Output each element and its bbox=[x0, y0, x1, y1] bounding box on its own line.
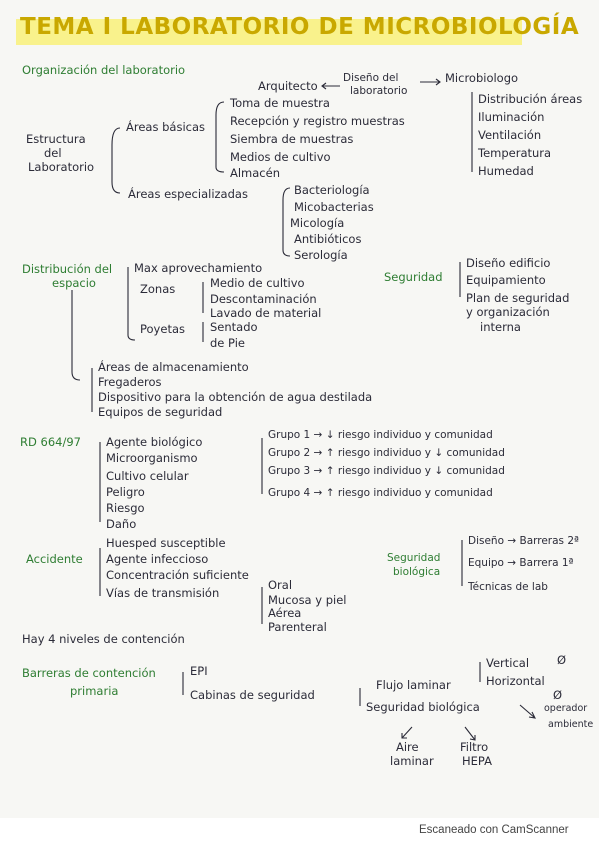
rd-item: Microorganismo bbox=[106, 451, 198, 465]
grupo-item: Grupo 4 → ↑ riesgo individuo y comunidad bbox=[268, 487, 493, 499]
title-highlight bbox=[16, 19, 522, 45]
micro-item: Distribución áreas bbox=[478, 92, 583, 106]
aire-label-1: Aire bbox=[396, 740, 419, 754]
barreras-heading-1: Barreras de contención bbox=[22, 666, 156, 680]
accidente-item: Agente infeccioso bbox=[106, 552, 209, 566]
ambiente-label: ambiente bbox=[548, 719, 594, 730]
dist-extra-item: Equipos de seguridad bbox=[98, 405, 223, 419]
micro-item: Temperatura bbox=[478, 146, 552, 160]
zonas-label: Zonas bbox=[140, 282, 176, 296]
via-item: Oral bbox=[268, 578, 293, 592]
zonas-item: Descontaminación bbox=[210, 292, 317, 306]
segbio-item: Equipo → Barrera 1ª bbox=[468, 557, 574, 569]
basicas-item: Recepción y registro muestras bbox=[230, 114, 405, 128]
seguridad-item: Plan de seguridad bbox=[466, 291, 570, 305]
dist-heading-2: espacio bbox=[52, 276, 96, 290]
segbio-label-1: Seguridad bbox=[387, 552, 441, 564]
micro-item: Iluminación bbox=[478, 110, 545, 124]
zonas-item: Medio de cultivo bbox=[210, 276, 305, 290]
accidente-item: Concentración suficiente bbox=[106, 568, 249, 582]
estructura-label-3: Laboratorio bbox=[28, 160, 95, 174]
camscanner-watermark: Escaneado con CamScanner bbox=[419, 824, 569, 836]
org-heading: Organización del laboratorio bbox=[22, 63, 186, 77]
especializadas-item: Serología bbox=[294, 248, 348, 262]
max-label: Max aprovechamiento bbox=[134, 261, 263, 275]
segbio-item: Técnicas de lab bbox=[468, 581, 548, 593]
dist-heading-1: Distribución del bbox=[22, 262, 113, 276]
flujo-item: Horizontal bbox=[486, 674, 545, 688]
basicas-item: Siembra de muestras bbox=[230, 132, 354, 146]
segbio-item: Diseño → Barreras 2ª bbox=[468, 535, 579, 547]
seguridad-item: y organización bbox=[466, 305, 550, 319]
rd-item: Cultivo celular bbox=[106, 469, 189, 483]
rd-item: Riesgo bbox=[106, 501, 145, 515]
via-item: Mucosa y piel bbox=[268, 593, 347, 607]
rd-item: Peligro bbox=[106, 485, 145, 499]
grupo-item: Grupo 2 → ↑ riesgo individuo y ↓ comunid… bbox=[268, 447, 505, 459]
dist-extra-item: Fregaderos bbox=[98, 375, 162, 389]
rd-item: Daño bbox=[106, 517, 137, 531]
seguridad-label: Seguridad bbox=[384, 270, 443, 284]
footer-strip bbox=[0, 818, 599, 848]
arquitecto-label: Arquitecto bbox=[258, 79, 318, 93]
flujo-item: Vertical bbox=[486, 656, 530, 670]
diseno-label-1: Diseño del bbox=[343, 72, 399, 84]
page-title: TEMA I LABORATORIO DE MICROBIOLOGÍA bbox=[20, 14, 580, 40]
cabinas-label: Cabinas de seguridad bbox=[190, 688, 315, 702]
epi-label: EPI bbox=[190, 664, 208, 678]
filtro-label-2: HEPA bbox=[462, 754, 492, 768]
especializadas-item: Micología bbox=[290, 216, 345, 230]
basicas-item: Medios de cultivo bbox=[230, 150, 331, 164]
accidente-heading: Accidente bbox=[26, 552, 83, 566]
estructura-label-2: del bbox=[44, 146, 62, 160]
basicas-item: Toma de muestra bbox=[230, 96, 330, 110]
micro-item: Ventilación bbox=[478, 128, 542, 142]
estructura-label-1: Estructura bbox=[26, 132, 86, 146]
microbiologo-label: Microbiologo bbox=[445, 71, 519, 85]
accidente-item: Huesped susceptible bbox=[106, 536, 226, 550]
grupo-item: Grupo 3 → ↑ riesgo individuo y ↓ comunid… bbox=[268, 465, 505, 477]
seguridad-item: Diseño edificio bbox=[466, 256, 551, 270]
poyetas-item: Sentado bbox=[210, 320, 258, 334]
especializadas-item: Micobacterias bbox=[294, 200, 374, 214]
diseno-label-2: laboratorio bbox=[350, 85, 408, 97]
rd-heading: RD 664/97 bbox=[20, 435, 81, 449]
rd-item: Agente biológico bbox=[106, 435, 203, 449]
basicas-item: Almacén bbox=[230, 166, 280, 180]
niveles-text: Hay 4 niveles de contención bbox=[22, 632, 185, 646]
areas-especializadas-label: Áreas especializadas bbox=[128, 187, 248, 201]
segbio-cabina-label: Seguridad biológica bbox=[366, 700, 480, 714]
aire-label-2: laminar bbox=[390, 754, 434, 768]
especializadas-item: Antibióticos bbox=[294, 232, 362, 246]
poyetas-label: Poyetas bbox=[140, 322, 185, 336]
seguridad-item: Equipamiento bbox=[466, 273, 546, 287]
via-item: Parenteral bbox=[268, 620, 327, 634]
filtro-label-1: Filtro bbox=[460, 740, 489, 754]
barreras-heading-2: primaria bbox=[70, 684, 119, 698]
operador-label: operador bbox=[544, 703, 588, 714]
dist-extra-item: Dispositivo para la obtención de agua de… bbox=[98, 390, 373, 404]
especializadas-item: Bacteriología bbox=[294, 183, 370, 197]
zonas-item: Lavado de material bbox=[210, 306, 322, 320]
seguridad-item: interna bbox=[480, 320, 521, 334]
areas-basicas-label: Áreas básicas bbox=[126, 120, 206, 134]
protection-symbol: Ø bbox=[553, 688, 563, 702]
accidente-item: Vías de transmisión bbox=[106, 586, 220, 600]
micro-item: Humedad bbox=[478, 164, 534, 178]
poyetas-item: de Pie bbox=[210, 336, 245, 350]
protection-symbol: Ø bbox=[557, 653, 567, 667]
via-item: Aérea bbox=[268, 606, 302, 620]
flujo-label: Flujo laminar bbox=[376, 678, 451, 692]
segbio-label-2: biológica bbox=[393, 566, 441, 578]
grupo-item: Grupo 1 → ↓ riesgo individuo y comunidad bbox=[268, 429, 493, 441]
dist-extra-item: Áreas de almacenamiento bbox=[98, 360, 249, 374]
